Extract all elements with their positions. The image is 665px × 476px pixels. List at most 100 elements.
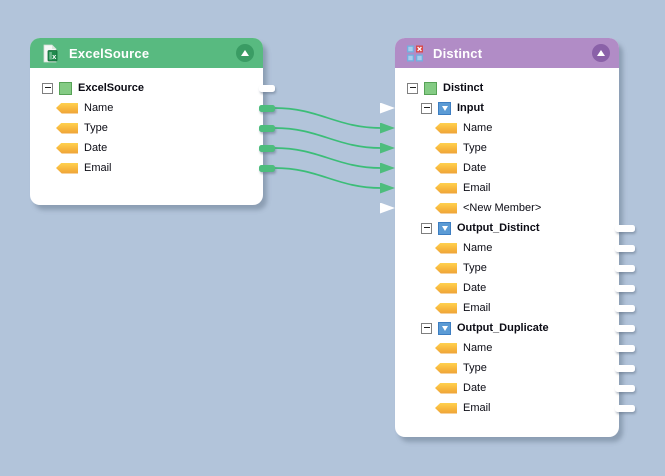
tree-field-row[interactable]: Name: [395, 238, 619, 258]
output-port-stub[interactable]: [615, 364, 635, 372]
field-tag-icon: [56, 142, 78, 154]
element-square-icon: [59, 81, 72, 95]
tree-field-row[interactable]: Date: [395, 158, 619, 178]
output-port-stub[interactable]: [615, 224, 635, 232]
tree-item-label: Type: [463, 142, 487, 154]
tree-field-row[interactable]: Date: [395, 378, 619, 398]
output-port-stub[interactable]: [615, 324, 635, 332]
output-port-stub[interactable]: [259, 144, 275, 152]
tree-item-label: Date: [463, 382, 487, 394]
tree-field-row[interactable]: Type: [395, 358, 619, 378]
tree-group-row[interactable]: Output_Duplicate: [395, 318, 619, 338]
tree-item-label: ExcelSource: [78, 82, 145, 94]
collapse-node-button[interactable]: [236, 44, 254, 62]
output-port-stub[interactable]: [259, 84, 275, 92]
tree-field-row[interactable]: Email: [395, 298, 619, 318]
tree-item-label: Output_Distinct: [457, 222, 540, 234]
output-port-stub[interactable]: [615, 244, 635, 252]
io-down-arrow-icon: [438, 101, 451, 115]
tree-field-row[interactable]: Type: [30, 118, 263, 138]
output-port-stub[interactable]: [259, 104, 275, 112]
tree-field-row[interactable]: Type: [395, 258, 619, 278]
tree-field-row[interactable]: Type: [395, 138, 619, 158]
tree-item-label: <New Member>: [463, 202, 542, 214]
connection-line[interactable]: [274, 167, 382, 189]
field-tag-icon: [435, 342, 457, 354]
collapse-expander-icon[interactable]: [421, 222, 432, 234]
field-tag-icon: [56, 122, 78, 134]
tree-field-row[interactable]: <New Member>: [395, 198, 619, 218]
io-down-arrow-icon: [438, 221, 451, 235]
tree-group-row[interactable]: Input: [395, 98, 619, 118]
tree-item-label: Email: [463, 402, 491, 414]
field-tag-icon: [435, 202, 457, 214]
input-port-arrow[interactable]: [380, 122, 395, 134]
distinct-header[interactable]: Distinct: [395, 38, 619, 68]
element-square-icon: [424, 81, 437, 95]
up-triangle-icon: [241, 50, 249, 56]
collapse-expander-icon[interactable]: [407, 82, 418, 94]
output-port-stub[interactable]: [615, 404, 635, 412]
collapse-node-button[interactable]: [592, 44, 610, 62]
tree-group-row[interactable]: Output_Distinct: [395, 218, 619, 238]
input-port-arrow[interactable]: [380, 162, 395, 174]
field-tag-icon: [56, 162, 78, 174]
tree-item-label: Name: [463, 342, 493, 354]
distinct-grid-icon: [406, 44, 424, 62]
collapse-expander-icon[interactable]: [42, 82, 53, 94]
input-port-arrow[interactable]: [380, 142, 395, 154]
field-tag-icon: [435, 362, 457, 374]
field-tag-icon: [435, 122, 457, 134]
svg-text:x: x: [52, 51, 57, 60]
tree-item-label: Distinct: [443, 82, 484, 94]
output-port-stub[interactable]: [615, 344, 635, 352]
field-tag-icon: [435, 282, 457, 294]
tree-item-label: Name: [463, 122, 493, 134]
tree-item-label: Email: [84, 162, 112, 174]
tree-field-row[interactable]: Date: [30, 138, 263, 158]
connection-line[interactable]: [274, 147, 382, 169]
excelsource-header[interactable]: x ExcelSource: [30, 38, 263, 68]
output-port-stub[interactable]: [259, 164, 275, 172]
up-triangle-icon: [597, 50, 605, 56]
input-port-arrow[interactable]: [380, 182, 395, 194]
tree-field-row[interactable]: Email: [395, 398, 619, 418]
connection-line[interactable]: [274, 107, 382, 129]
collapse-expander-icon[interactable]: [421, 102, 432, 114]
tree-item-label: Input: [457, 102, 484, 114]
tree-root-row[interactable]: Distinct: [395, 78, 619, 98]
excel-file-icon: x: [41, 44, 60, 63]
output-port-stub[interactable]: [615, 384, 635, 392]
input-port-arrow[interactable]: [380, 102, 395, 114]
tree-field-row[interactable]: Name: [30, 98, 263, 118]
tree-field-row[interactable]: Name: [395, 338, 619, 358]
field-tag-icon: [435, 162, 457, 174]
output-port-stub[interactable]: [615, 304, 635, 312]
field-tag-icon: [435, 382, 457, 394]
tree-item-label: Date: [463, 162, 487, 174]
field-tag-icon: [435, 142, 457, 154]
tree-item-label: Name: [84, 102, 114, 114]
tree-field-row[interactable]: Date: [395, 278, 619, 298]
connection-line[interactable]: [274, 127, 382, 149]
tree-root-row[interactable]: ExcelSource: [30, 78, 263, 98]
node-title: Distinct: [433, 45, 483, 61]
output-port-stub[interactable]: [615, 284, 635, 292]
tree-item-label: Email: [463, 182, 491, 194]
field-tag-icon: [435, 262, 457, 274]
tree-item-label: Email: [463, 302, 491, 314]
collapse-expander-icon[interactable]: [421, 322, 432, 334]
tree-field-row[interactable]: Email: [395, 178, 619, 198]
input-port-arrow[interactable]: [380, 202, 395, 214]
field-tag-icon: [435, 302, 457, 314]
output-port-stub[interactable]: [259, 124, 275, 132]
tree-item-label: Output_Duplicate: [457, 322, 549, 334]
tree-field-row[interactable]: Name: [395, 118, 619, 138]
tree-field-row[interactable]: Email: [30, 158, 263, 178]
output-port-stub[interactable]: [615, 264, 635, 272]
